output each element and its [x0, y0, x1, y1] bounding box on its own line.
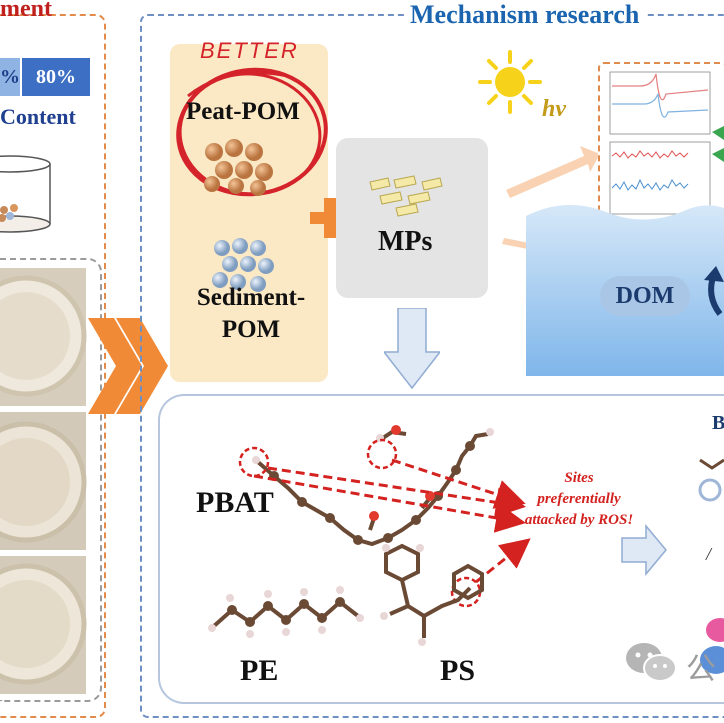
peat-particles-icon	[204, 139, 273, 196]
process-chevron-icon	[88, 318, 168, 414]
sediment-pom-label: Sediment-POM	[196, 284, 306, 343]
dom-label: DOM	[600, 276, 690, 316]
pe-label: PE	[240, 654, 279, 687]
experiment-panel	[0, 14, 106, 718]
sites-annotation: Sites preferentially attacked by ROS!	[524, 470, 634, 528]
content-cell-partial: %	[0, 58, 20, 96]
partial-section-label: B	[712, 412, 724, 434]
mps-label: MPs	[378, 226, 433, 257]
epr-spectra-box	[598, 62, 724, 226]
ps-label: PS	[440, 654, 476, 687]
watermark-text: 公	[686, 653, 716, 686]
wechat-icon	[626, 643, 677, 682]
molecule-structures: /	[208, 425, 724, 674]
svg-text:/: /	[705, 544, 713, 564]
beaker-icon	[0, 155, 51, 233]
sediment-particles-icon	[212, 238, 274, 292]
pom-box	[170, 44, 328, 382]
peat-pom-label: Peat-POM	[186, 98, 300, 125]
mechanism-title: Mechanism research	[404, 0, 646, 30]
better-annotation: BETTER	[200, 38, 299, 63]
microplastic-flakes-icon	[369, 175, 443, 217]
petri-dish-photos	[0, 258, 102, 702]
sun-icon	[478, 50, 542, 114]
dom-arrow-icon	[704, 266, 724, 316]
hv-label: hν	[542, 96, 566, 122]
pbat-label: PBAT	[196, 486, 274, 519]
experiment-title: ment	[0, 0, 52, 22]
content-cell-80: 80%	[22, 58, 90, 96]
green-arrow-icon	[712, 126, 724, 162]
microplastics-box	[336, 138, 488, 298]
highlight-circle-icon	[176, 67, 328, 197]
down-arrow-icon	[384, 308, 440, 390]
content-label: Content	[0, 104, 76, 129]
